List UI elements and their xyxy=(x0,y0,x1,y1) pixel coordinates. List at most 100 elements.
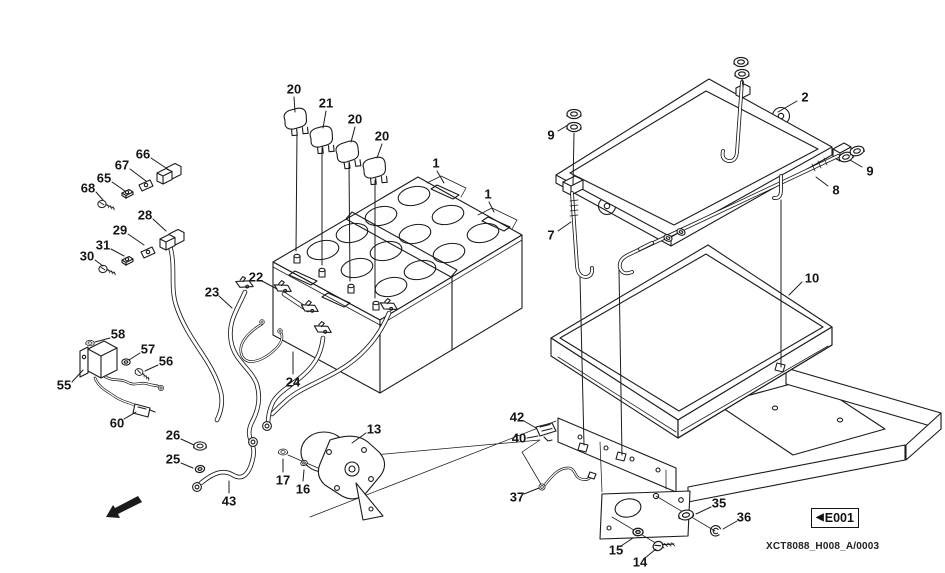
callout-leader-9 xyxy=(849,159,863,168)
callout-leader-60 xyxy=(123,411,137,420)
screw-68 xyxy=(97,198,115,213)
callout-leader-55 xyxy=(71,369,84,383)
callout-leader-20 xyxy=(350,126,356,143)
callout-part-1[interactable]: 1 xyxy=(484,187,491,202)
callout-part-67[interactable]: 67 xyxy=(115,158,129,173)
callout-leader-29 xyxy=(127,233,145,246)
nut-65 xyxy=(121,188,134,200)
callout-leader-10 xyxy=(788,281,803,296)
underframe-right-end xyxy=(905,412,942,461)
battery-terminal-post xyxy=(318,267,326,278)
ring-terminal xyxy=(248,437,258,447)
callout-leader-30 xyxy=(94,259,104,267)
callout-part-66[interactable]: 66 xyxy=(136,147,150,162)
callout-part-1[interactable]: 1 xyxy=(432,156,439,171)
callout-part-37[interactable]: 37 xyxy=(510,490,524,505)
callout-part-17[interactable]: 17 xyxy=(276,473,290,488)
mounting-plate xyxy=(599,490,691,540)
callout-leader-31 xyxy=(110,248,125,257)
callout-leader-16 xyxy=(302,469,305,482)
callout-part-65[interactable]: 65 xyxy=(97,171,111,186)
callout-part-10[interactable]: 10 xyxy=(805,271,819,286)
washer-15 xyxy=(632,527,644,537)
callout-part-60[interactable]: 60 xyxy=(110,416,124,431)
mounting-plate-hole xyxy=(614,498,642,518)
plate-67 xyxy=(138,179,154,192)
callout-part-20[interactable]: 20 xyxy=(287,82,301,97)
nut-58 xyxy=(85,339,95,347)
j-bolt-7 xyxy=(569,191,595,279)
screw-30 xyxy=(98,263,116,278)
callout-part-23[interactable]: 23 xyxy=(205,285,219,300)
wire-harness-37 xyxy=(538,466,597,491)
vent-cap-leaders xyxy=(295,130,376,299)
callout-part-43[interactable]: 43 xyxy=(222,494,236,509)
sheet-nav-tag[interactable]: ◀ E001 xyxy=(811,508,859,528)
callout-part-29[interactable]: 29 xyxy=(113,223,127,238)
callout-part-24[interactable]: 24 xyxy=(286,375,301,390)
callout-part-2[interactable]: 2 xyxy=(801,90,808,105)
battery-terminal-post xyxy=(372,300,380,311)
latch-rod-8 xyxy=(617,154,840,276)
callout-leader-25 xyxy=(180,462,194,469)
callout-part-58[interactable]: 58 xyxy=(111,327,125,342)
callout-leader-66 xyxy=(150,157,170,171)
callout-part-8[interactable]: 8 xyxy=(832,183,839,198)
callout-part-68[interactable]: 68 xyxy=(81,181,95,196)
callout-part-20[interactable]: 20 xyxy=(375,129,389,144)
callout-leader-8 xyxy=(815,176,829,187)
connector-42-40 xyxy=(535,422,557,442)
battery-tray xyxy=(550,244,833,439)
callout-part-42[interactable]: 42 xyxy=(510,410,524,425)
callout-part-26[interactable]: 26 xyxy=(166,428,180,443)
callout-leader-57 xyxy=(128,352,141,361)
callout-part-9[interactable]: 9 xyxy=(866,164,873,179)
callout-leader-2 xyxy=(777,100,798,113)
callout-part-21[interactable]: 21 xyxy=(319,96,333,111)
callout-part-15[interactable]: 15 xyxy=(609,543,623,558)
callout-part-55[interactable]: 55 xyxy=(57,378,71,393)
relay-55 xyxy=(79,340,164,418)
callout-part-13[interactable]: 13 xyxy=(367,422,381,437)
callout-part-56[interactable]: 56 xyxy=(159,354,173,369)
callout-part-22[interactable]: 22 xyxy=(249,270,263,285)
battery-assembly xyxy=(272,175,523,394)
support-frame xyxy=(557,367,942,540)
callout-part-25[interactable]: 25 xyxy=(166,452,180,467)
callout-leader-1 xyxy=(488,201,495,213)
battery-cell-caps xyxy=(306,185,500,298)
back-triangle-icon: ◀ xyxy=(816,512,824,523)
battery-cables xyxy=(167,243,400,494)
battery-terminal-post xyxy=(347,283,355,294)
callout-part-7[interactable]: 7 xyxy=(547,228,554,243)
callout-part-14[interactable]: 14 xyxy=(633,555,648,570)
callout-part-31[interactable]: 31 xyxy=(96,238,110,253)
callout-part-20[interactable]: 20 xyxy=(348,112,362,127)
callout-leader-35 xyxy=(695,506,712,515)
battery-handle-slots xyxy=(288,175,518,308)
callout-leader-14 xyxy=(644,548,657,559)
battery-terminal-post xyxy=(293,253,301,264)
callout-part-35[interactable]: 35 xyxy=(712,496,726,511)
callout-leader-26 xyxy=(180,438,195,446)
callout-leader-15 xyxy=(620,537,634,547)
callout-leader-20 xyxy=(376,143,383,159)
callout-part-36[interactable]: 36 xyxy=(737,510,751,525)
washer-25 xyxy=(194,464,206,474)
callout-leader-65 xyxy=(111,181,126,192)
callout-part-40[interactable]: 40 xyxy=(512,431,526,446)
callout-leader-58 xyxy=(94,337,111,343)
callout-part-28[interactable]: 28 xyxy=(138,208,152,223)
callout-leader-20 xyxy=(293,96,296,113)
callout-part-57[interactable]: 57 xyxy=(141,342,155,357)
callout-part-16[interactable]: 16 xyxy=(296,482,310,497)
callout-leader-68 xyxy=(95,191,104,201)
callout-leader-40 xyxy=(526,435,539,439)
callout-part-30[interactable]: 30 xyxy=(80,249,94,264)
clamp-group-28 xyxy=(98,228,185,278)
j-bolt-top xyxy=(572,78,744,186)
callout-part-9[interactable]: 9 xyxy=(547,128,554,143)
ring-terminal xyxy=(262,421,272,431)
figure-reference-code: XCT8088_H008_A/0003 xyxy=(766,541,880,552)
